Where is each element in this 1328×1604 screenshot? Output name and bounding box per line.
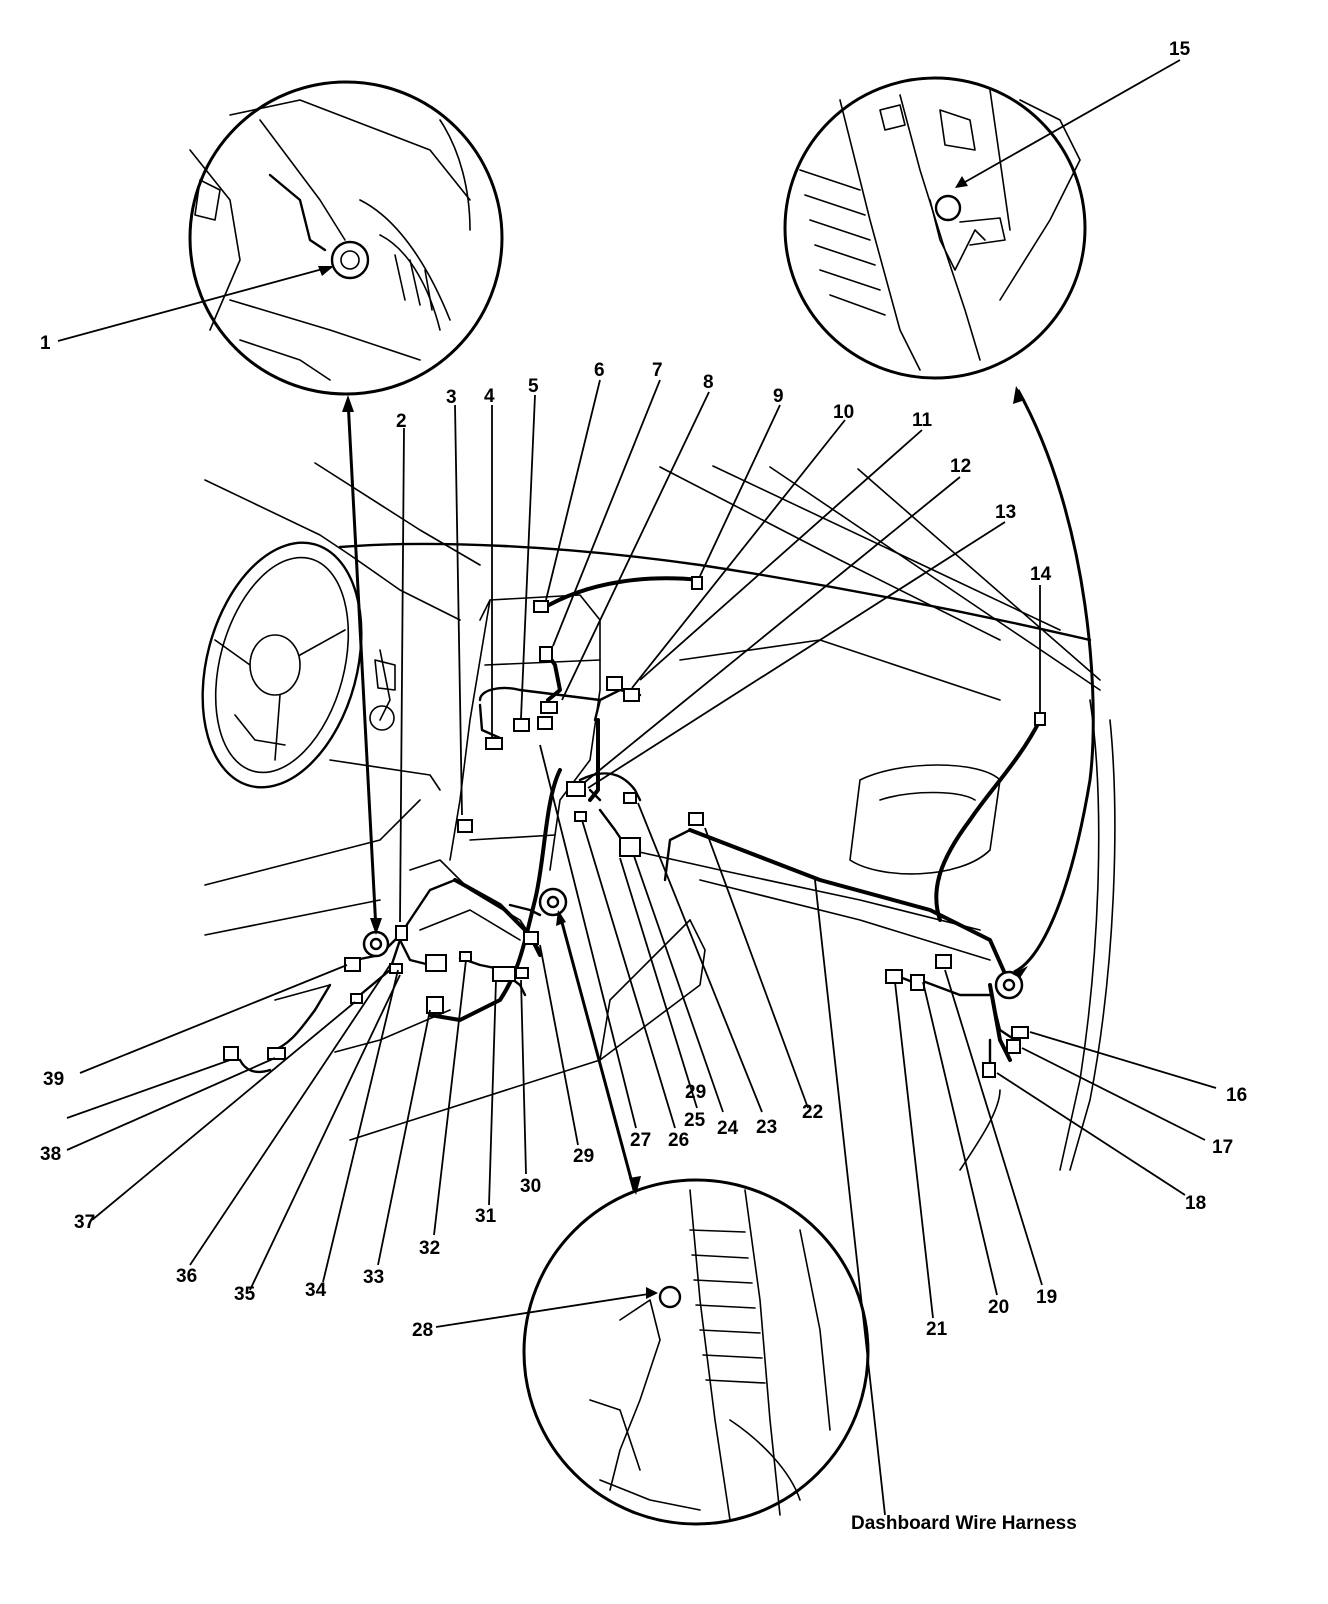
label-9: 9 <box>773 386 784 407</box>
label-34: 34 <box>305 1280 327 1301</box>
connector-33a <box>425 954 447 972</box>
connector-24 <box>619 837 641 857</box>
connector-6 <box>533 600 549 613</box>
dashboard-wire-harness-caption: Dashboard Wire Harness <box>851 1513 1077 1534</box>
connector-20 <box>910 974 925 991</box>
dashboard-outline <box>201 462 1116 1171</box>
connector-9 <box>691 576 703 590</box>
label-4: 4 <box>484 386 495 407</box>
label-8: 8 <box>703 372 714 393</box>
connector-29 <box>523 931 539 945</box>
connector-23 <box>623 792 637 804</box>
connector-8 <box>540 701 558 714</box>
label-29b: 29 <box>685 1082 706 1103</box>
label-32: 32 <box>419 1238 440 1259</box>
label-2: 2 <box>396 411 407 432</box>
label-28: 28 <box>412 1320 433 1341</box>
connector-37 <box>267 1047 286 1060</box>
label-23: 23 <box>756 1117 777 1138</box>
connector-12 <box>566 781 586 797</box>
label-25: 25 <box>684 1110 706 1131</box>
connector-36 <box>350 993 363 1004</box>
connector-22 <box>688 812 704 826</box>
harness-wires <box>238 576 1042 1074</box>
label-30: 30 <box>520 1176 541 1197</box>
label-10: 10 <box>833 402 854 423</box>
label-16: 16 <box>1226 1085 1247 1106</box>
connector-5b <box>537 716 553 730</box>
detail-view-ground-15 <box>783 76 1087 380</box>
connector-31 <box>492 966 516 982</box>
label-33: 33 <box>363 1267 384 1288</box>
label-7: 7 <box>652 360 663 381</box>
connector-21 <box>885 969 903 984</box>
label-18: 18 <box>1185 1193 1206 1214</box>
connector-17 <box>1006 1039 1021 1054</box>
label-14: 14 <box>1030 564 1052 585</box>
connector-26 <box>574 811 587 822</box>
connector-32 <box>459 951 472 962</box>
label-24: 24 <box>717 1118 739 1139</box>
label-37: 37 <box>74 1212 95 1233</box>
connector-38 <box>223 1046 239 1061</box>
ground-bolt-center <box>538 887 568 917</box>
ground-bolt-right <box>994 970 1024 1000</box>
label-15: 15 <box>1169 39 1191 60</box>
label-31: 31 <box>475 1206 497 1227</box>
label-13: 13 <box>995 502 1016 523</box>
label-39: 39 <box>43 1069 64 1090</box>
arrowheads <box>318 176 1028 1299</box>
label-17: 17 <box>1212 1137 1233 1158</box>
connector-33b <box>426 996 444 1014</box>
label-5: 5 <box>528 376 539 397</box>
leader-lines <box>57 59 1217 1516</box>
label-12: 12 <box>950 456 971 477</box>
ground-bolts <box>362 887 1024 1000</box>
label-22: 22 <box>802 1102 823 1123</box>
connector-39 <box>344 957 361 972</box>
ground-bolt-left <box>362 930 390 958</box>
connector-4 <box>485 737 503 750</box>
connector-19 <box>935 954 952 969</box>
connector-18 <box>982 1062 996 1078</box>
connectors <box>223 576 1046 1078</box>
connector-10 <box>623 688 640 702</box>
connector-16 <box>1011 1026 1029 1039</box>
label-36: 36 <box>176 1266 197 1287</box>
label-38: 38 <box>40 1144 61 1165</box>
connector-2 <box>395 925 408 941</box>
label-29a: 29 <box>573 1146 594 1167</box>
label-6: 6 <box>594 360 605 381</box>
detail-view-ground-1 <box>188 80 504 396</box>
label-11: 11 <box>912 410 933 431</box>
connector-34 <box>389 963 403 974</box>
callout-labels: 1 2 3 4 5 6 7 8 9 10 11 12 13 14 15 16 1… <box>40 39 1247 1534</box>
label-20: 20 <box>988 1297 1009 1318</box>
label-21: 21 <box>926 1319 948 1340</box>
connector-7 <box>539 646 553 662</box>
label-26: 26 <box>668 1130 689 1151</box>
detail-view-ground-28 <box>522 1178 870 1526</box>
label-3: 3 <box>446 387 457 408</box>
connector-3 <box>457 819 473 833</box>
connector-5 <box>513 718 530 732</box>
connector-14 <box>1034 712 1046 726</box>
label-27: 27 <box>630 1130 651 1151</box>
label-1: 1 <box>40 333 51 354</box>
connector-30 <box>515 967 529 979</box>
connector-11 <box>606 676 623 691</box>
label-35: 35 <box>234 1284 256 1305</box>
label-19: 19 <box>1036 1287 1057 1308</box>
